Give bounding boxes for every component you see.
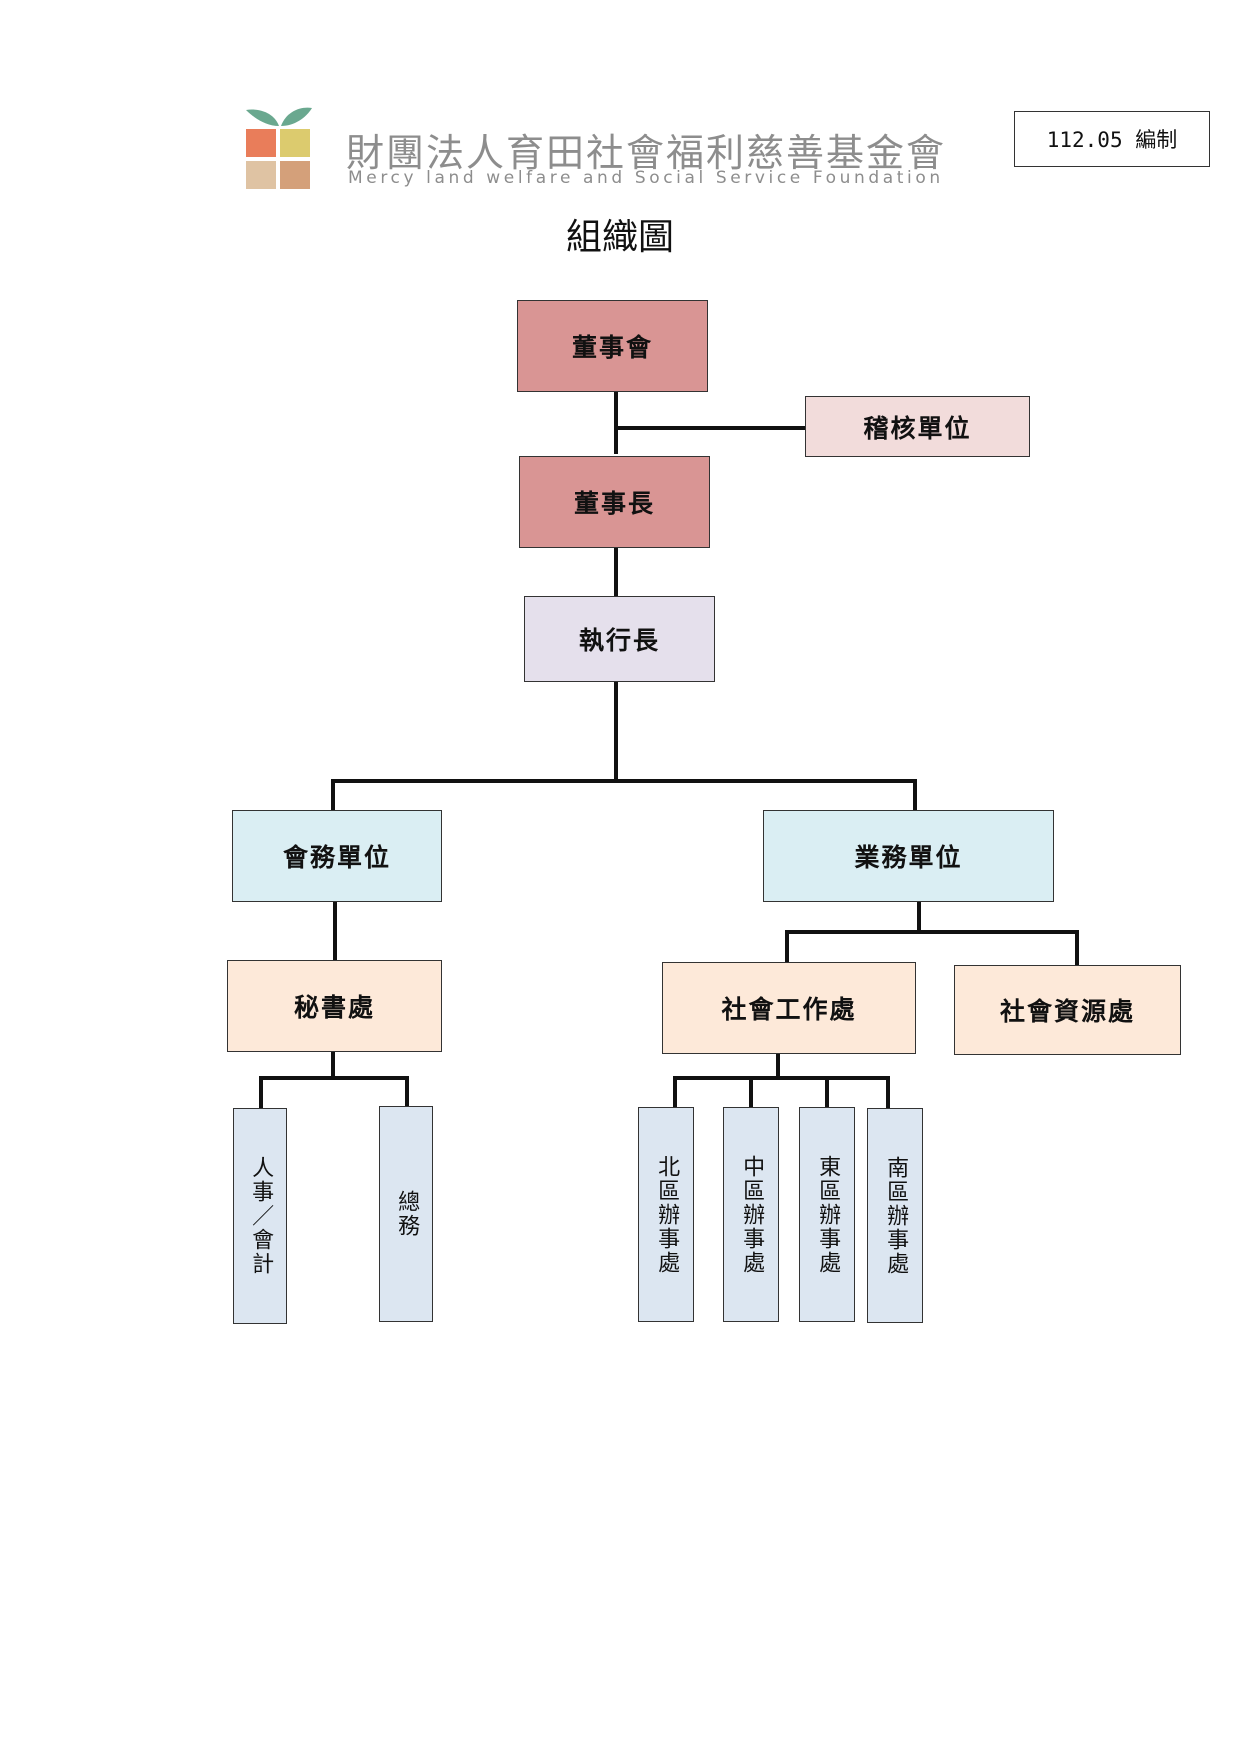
node-north-office: 北區辦事處 [638, 1107, 694, 1322]
connector-line [785, 930, 1079, 934]
node-admin-unit: 會務單位 [232, 810, 442, 902]
node-central-office: 中區辦事處 [723, 1107, 779, 1322]
node-social-work: 社會工作處 [662, 962, 916, 1054]
node-hr-accounting: 人事／會計 [233, 1108, 287, 1324]
node-board: 董事會 [517, 300, 708, 392]
connector-line [1075, 930, 1079, 965]
connector-line [331, 1052, 335, 1078]
node-east-office: 東區辦事處 [799, 1107, 855, 1322]
connector-line [776, 1054, 780, 1078]
node-south-office: 南區辦事處 [867, 1108, 923, 1323]
connector-line [333, 902, 337, 960]
node-label: 南區辦事處 [883, 1155, 909, 1276]
connector-line [614, 682, 618, 781]
connector-line [913, 779, 917, 810]
foundation-logo [244, 104, 314, 190]
node-secretariat: 秘書處 [227, 960, 442, 1052]
connector-line [331, 779, 917, 783]
connector-line [405, 1076, 409, 1106]
connector-line [614, 548, 618, 596]
connector-line [917, 902, 921, 932]
node-social-resources: 社會資源處 [954, 965, 1181, 1055]
node-label: 東區辦事處 [815, 1154, 841, 1275]
connector-line [259, 1076, 263, 1108]
org-name-english: Mercy land welfare and Social Service Fo… [348, 168, 944, 188]
node-label: 總務 [394, 1190, 420, 1238]
org-name: 財團法人育田社會福利慈善基金會 [346, 131, 947, 175]
connector-line [673, 1076, 890, 1080]
node-label: 人事／會計 [248, 1156, 274, 1276]
connector-line [785, 930, 789, 962]
connector-line [825, 1076, 829, 1107]
connector-line [673, 1076, 677, 1107]
node-ceo: 執行長 [524, 596, 715, 682]
node-business-unit: 業務單位 [763, 810, 1054, 902]
node-label: 北區辦事處 [654, 1154, 680, 1275]
node-label: 中區辦事處 [739, 1154, 765, 1275]
node-general-affairs: 總務 [379, 1106, 433, 1322]
connector-line [616, 426, 808, 430]
connector-line [614, 392, 618, 454]
connector-line [886, 1076, 890, 1108]
connector-line [749, 1076, 753, 1107]
connector-line [259, 1076, 409, 1080]
node-chairman: 董事長 [519, 456, 710, 548]
node-audit: 稽核單位 [805, 396, 1030, 457]
connector-line [331, 779, 335, 810]
edition-label: 112.05 編制 [1014, 111, 1210, 167]
chart-title: 組織圖 [565, 217, 674, 258]
sprout-icon [246, 107, 312, 189]
